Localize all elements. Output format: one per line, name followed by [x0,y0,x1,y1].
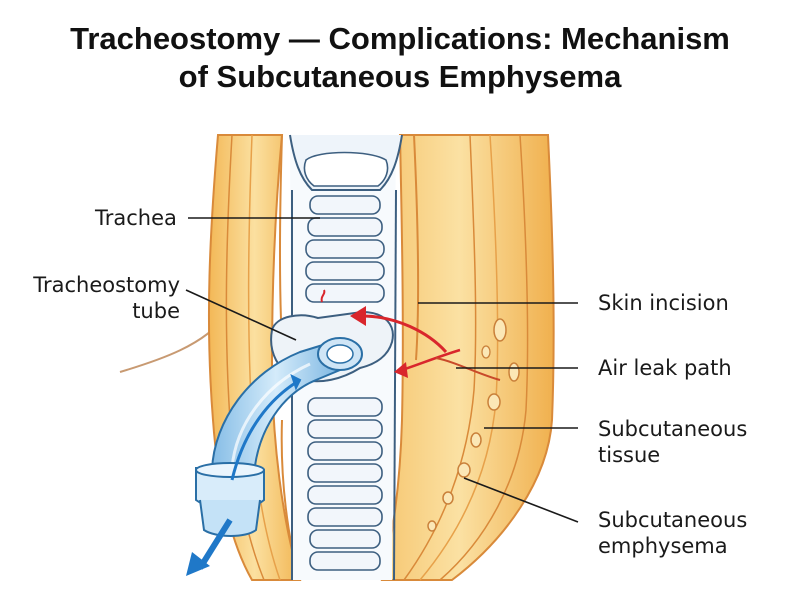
label-skin-incision: Skin incision [598,291,729,315]
leader-emphysema [463,477,579,523]
tracheostomy-tube-illustration [186,310,394,576]
label-tracheostomy-tube: Tracheostomy tube [22,272,180,324]
diagram-title: Tracheostomy — Complications: Mechanism … [0,20,800,96]
label-air-leak-path: Air leak path [598,356,732,380]
emphysema-bubble [427,520,437,532]
leader-tube [185,289,297,341]
right-tissue-layers [380,134,555,581]
emphysema-bubble [487,393,501,411]
emphysema-bubble [470,432,482,448]
airflow-out-arrow [197,518,233,570]
airflow-up-arrow [230,378,301,481]
title-line-2: of Subcutaneous Emphysema [178,59,622,94]
trachea-illustration [289,134,403,581]
label-emphysema-line-2: emphysema [598,534,728,558]
emphysema-bubble [493,318,507,342]
label-subq-tissue-line-2: tissue [598,443,661,467]
label-subq-tissue-line-1: Subcutaneous [598,417,748,441]
emphysema-bubble [442,491,454,505]
emphysema-bubble [508,362,520,382]
label-tube-line-1: Tracheostomy [33,273,180,297]
emphysema-bubble [457,462,471,478]
leader-lines [185,217,579,523]
label-emphysema-line-1: Subcutaneous [598,508,748,532]
tracheal-rings [305,195,385,571]
label-trachea: Trachea [95,206,177,230]
emphysema-bubble [481,345,491,359]
title-line-1: Tracheostomy — Complications: Mechanism [70,21,730,56]
label-subcutaneous-emphysema: Subcutaneous emphysema [598,507,747,559]
label-tube-line-2: tube [132,299,180,323]
label-subcutaneous-tissue: Subcutaneous tissue [598,416,747,468]
